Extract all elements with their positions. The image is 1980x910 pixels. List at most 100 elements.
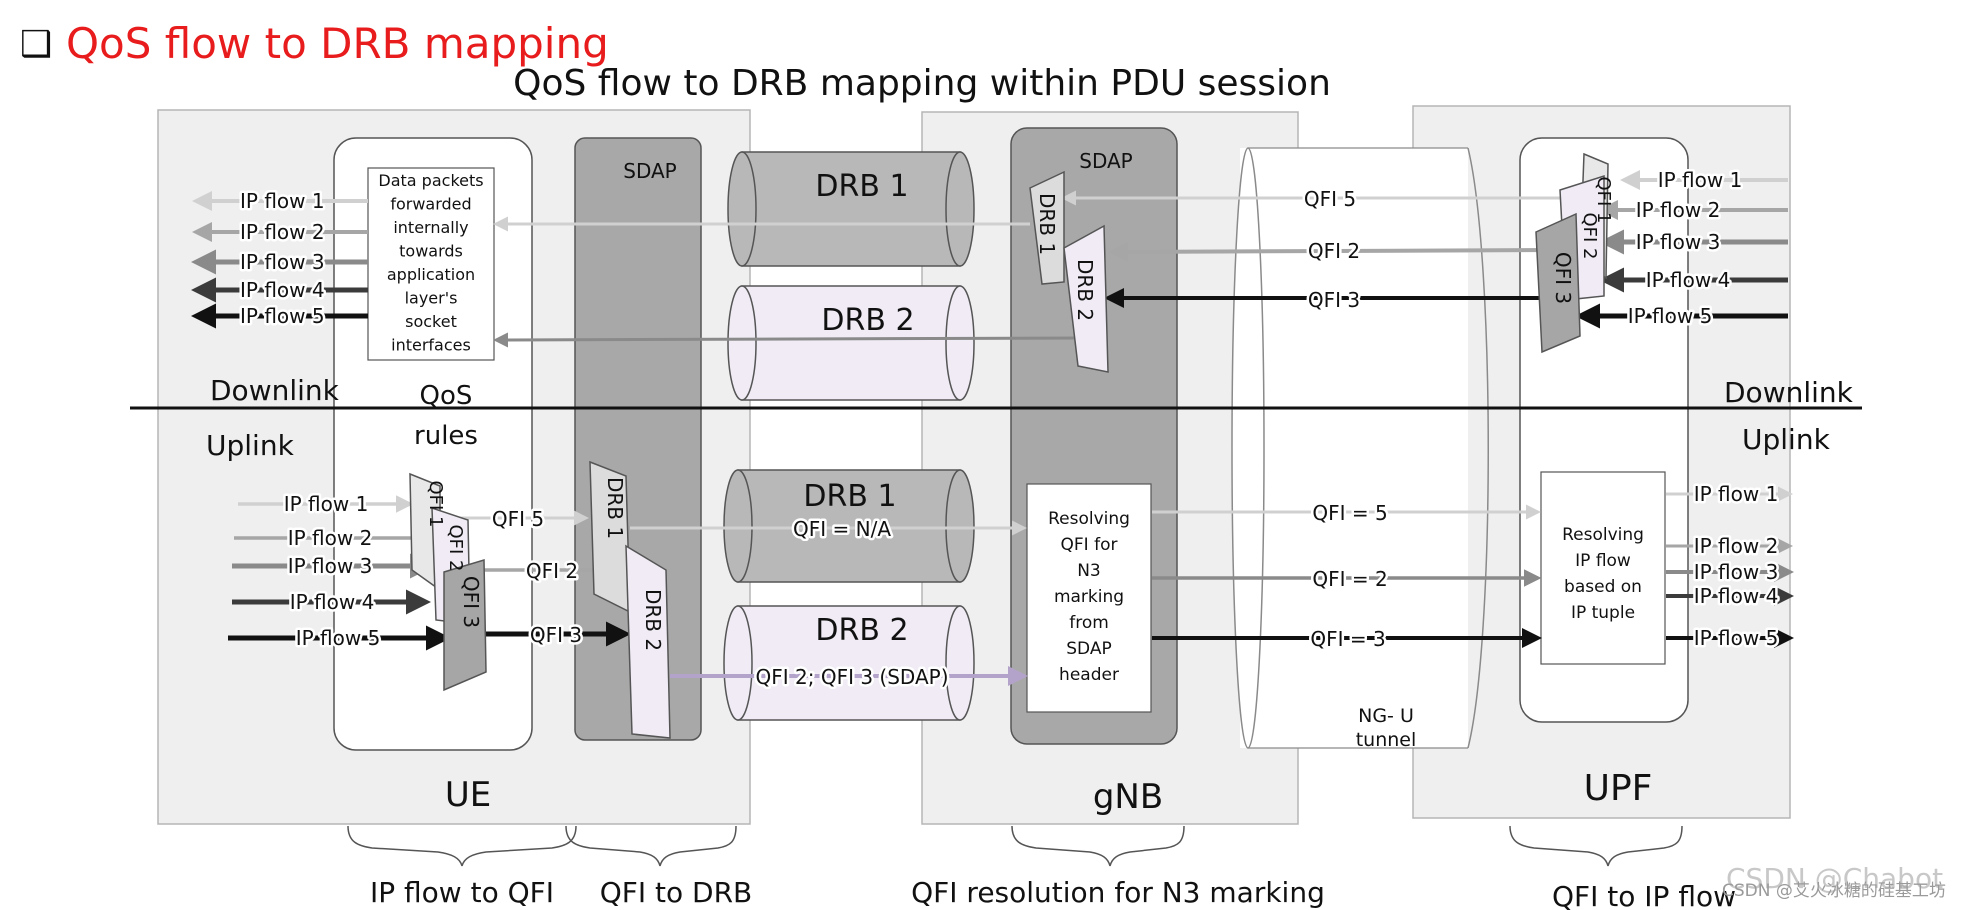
ngu-tunnel-right-end bbox=[1467, 147, 1489, 749]
ngu-tunnel-label-1: NG- U bbox=[1358, 705, 1414, 727]
gnb-resolve-line-1: Resolving bbox=[1048, 509, 1130, 529]
upf-qfi3-shape bbox=[1535, 212, 1581, 354]
ul-drb1-cylinder: DRB 1 bbox=[723, 469, 975, 583]
ngu-tunnel-label-2: tunnel bbox=[1356, 729, 1417, 751]
bottom-ip-to-qfi: IP flow to QFI bbox=[370, 876, 554, 909]
upf-ul-flow-label-1: IP flow 1 bbox=[1694, 482, 1779, 506]
ue-app-line-1: Data packets bbox=[378, 171, 483, 190]
diagram-title: QoS flow to DRB mapping within PDU sessi… bbox=[513, 63, 1331, 104]
brace-qfi-to-ip bbox=[1509, 825, 1683, 867]
ue-ul-qfi2-label: QFI 2 bbox=[526, 559, 578, 583]
dl-drb2-label: DRB 2 bbox=[821, 303, 914, 338]
dl-drb2-cylinder: DRB 2 bbox=[727, 285, 975, 401]
gnb-resolve-line-2: QFI for bbox=[1061, 535, 1118, 555]
gnb-dl-drb2-text: DRB 2 bbox=[1073, 259, 1097, 321]
upf-resolve-box bbox=[1540, 471, 1666, 665]
downlink-right-label: Downlink bbox=[1724, 376, 1854, 409]
dl-qfi2-n3-arrow bbox=[1108, 241, 1561, 262]
upf-resolve-line-3: based on bbox=[1564, 577, 1642, 597]
gnb-dl-drb1-shape bbox=[1029, 170, 1065, 285]
ul-drb2-label: DRB 2 bbox=[815, 613, 908, 648]
slide-heading: QoS flow to DRB mapping bbox=[66, 19, 609, 68]
ue-ul-qfi3-label: QFI 3 bbox=[530, 623, 582, 647]
upf-qfi3-text: QFI 3 bbox=[1551, 252, 1575, 304]
ue-sdap-label: SDAP bbox=[623, 159, 677, 183]
gnb-resolve-line-4: marking bbox=[1054, 587, 1124, 607]
flow-arrows bbox=[191, 170, 1794, 686]
upf-label: UPF bbox=[1584, 768, 1653, 809]
ue-app-line-5: application bbox=[387, 265, 475, 284]
upf-qfi2-text: QFI 2 bbox=[1579, 212, 1600, 259]
upf-ul-flow-label-5: IP flow 5 bbox=[1694, 626, 1779, 650]
ue-ul-flow-label-4: IP flow 4 bbox=[290, 590, 375, 614]
ue-label: UE bbox=[445, 775, 491, 815]
ue-ul-flow-label-3: IP flow 3 bbox=[288, 554, 373, 578]
gnb-dl-drb1-text: DRB 1 bbox=[1035, 193, 1059, 255]
dl-drb1-label: DRB 1 bbox=[815, 169, 908, 204]
ue-app-line-4: towards bbox=[399, 242, 463, 261]
ul-drb1-qfi-label: QFI = N/A bbox=[793, 517, 891, 541]
ue-qfi3-text: QFI 3 bbox=[459, 576, 483, 628]
uplink-right-label: Uplink bbox=[1742, 423, 1831, 456]
qos-rules-label-1: QoS bbox=[420, 381, 473, 411]
ue-app-line-3: internally bbox=[393, 218, 468, 237]
ul-drb2-qfi-label: QFI 2; QFI 3 (SDAP) bbox=[756, 665, 949, 689]
gnb-resolve-line-5: from bbox=[1069, 613, 1109, 633]
ul-drb1-label: DRB 1 bbox=[803, 479, 896, 514]
gnb-resolve-box bbox=[1026, 483, 1152, 713]
upf-resolve-line-2: IP flow bbox=[1575, 551, 1631, 571]
gnb-resolve-line-7: header bbox=[1059, 665, 1119, 685]
ue-ul-flow-label-5: IP flow 5 bbox=[296, 626, 381, 650]
upf-ul-flow-label-4: IP flow 4 bbox=[1694, 584, 1779, 608]
flow-labels: IP flow 1IP flow 2IP flow 3IP flow 4IP f… bbox=[238, 166, 1781, 692]
qos-rules-label-2: rules bbox=[414, 421, 478, 451]
ue-ul-drb1-text: DRB 1 bbox=[603, 477, 627, 539]
watermark-large: CSDN @Chabot bbox=[1726, 862, 1943, 895]
upf-dl-flow-label-1: IP flow 1 bbox=[1658, 168, 1743, 192]
upf-resolve-line-1: Resolving bbox=[1562, 525, 1644, 545]
ue-dl-flow-label-3: IP flow 3 bbox=[240, 250, 325, 274]
ul-qfi2-label: QFI = 2 bbox=[1312, 567, 1387, 591]
ue-app-box-text: Data packets forwarded internally towards ap… bbox=[378, 171, 483, 355]
ue-app-line-8: interfaces bbox=[391, 336, 471, 355]
ue-app-line-7: socket bbox=[405, 312, 457, 331]
heading-bullet-icon: ❑ bbox=[20, 24, 52, 65]
ue-app-line-2: forwarded bbox=[390, 195, 471, 214]
dl-qfi3-label: QFI 3 bbox=[1308, 288, 1360, 312]
ue-ul-qfi5-label: QFI 5 bbox=[492, 507, 544, 531]
upf-dl-flow-label-5: IP flow 5 bbox=[1628, 304, 1713, 328]
ul-qfi5-label: QFI = 5 bbox=[1312, 501, 1387, 525]
ngu-tunnel-left-end bbox=[1231, 147, 1265, 749]
gnb-label: gNB bbox=[1093, 777, 1163, 817]
bottom-qfi-to-ip: QFI to IP flow bbox=[1552, 880, 1736, 910]
upf-ul-flow-label-2: IP flow 2 bbox=[1694, 534, 1779, 558]
watermark-small: CSDN @艾火冰糖的硅基工坊 bbox=[1722, 881, 1946, 901]
gnb-dl-drb2-shape bbox=[1063, 224, 1109, 373]
ue-dl-flow-label-5: IP flow 5 bbox=[240, 304, 325, 328]
ngu-tunnel-region bbox=[1240, 148, 1468, 748]
uplink-left-label: Uplink bbox=[206, 429, 295, 462]
ue-qfi3-shape bbox=[443, 558, 487, 692]
upf-dl-flow-label-4: IP flow 4 bbox=[1646, 268, 1731, 292]
upf-qfi1-text: QFI 1 bbox=[1593, 176, 1614, 223]
dl-drb2-to-ue-arrow bbox=[493, 332, 1083, 348]
brace-ip-to-qfi bbox=[347, 825, 577, 867]
downlink-left-label: Downlink bbox=[210, 374, 340, 407]
ue-dl-flow-label-1: IP flow 1 bbox=[240, 189, 325, 213]
bottom-qfi-resolution: QFI resolution for N3 marking bbox=[911, 876, 1325, 909]
ue-ul-flow-label-2: IP flow 2 bbox=[288, 526, 373, 550]
dl-drb1-cylinder: DRB 1 bbox=[727, 151, 975, 267]
dl-qfi2-label: QFI 2 bbox=[1308, 239, 1360, 263]
bottom-qfi-to-drb: QFI to DRB bbox=[600, 876, 753, 909]
upf-ul-flow-label-3: IP flow 3 bbox=[1694, 560, 1779, 584]
ue-app-box bbox=[367, 167, 495, 361]
ue-qfi2-text: QFI 2 bbox=[445, 524, 466, 571]
ul-drb2-cylinder: DRB 2 bbox=[723, 605, 975, 721]
brace-qfi-resolution bbox=[1011, 825, 1185, 867]
gnb-resolve-line-6: SDAP bbox=[1066, 639, 1111, 659]
upf-dl-flow-label-3: IP flow 3 bbox=[1636, 230, 1721, 254]
